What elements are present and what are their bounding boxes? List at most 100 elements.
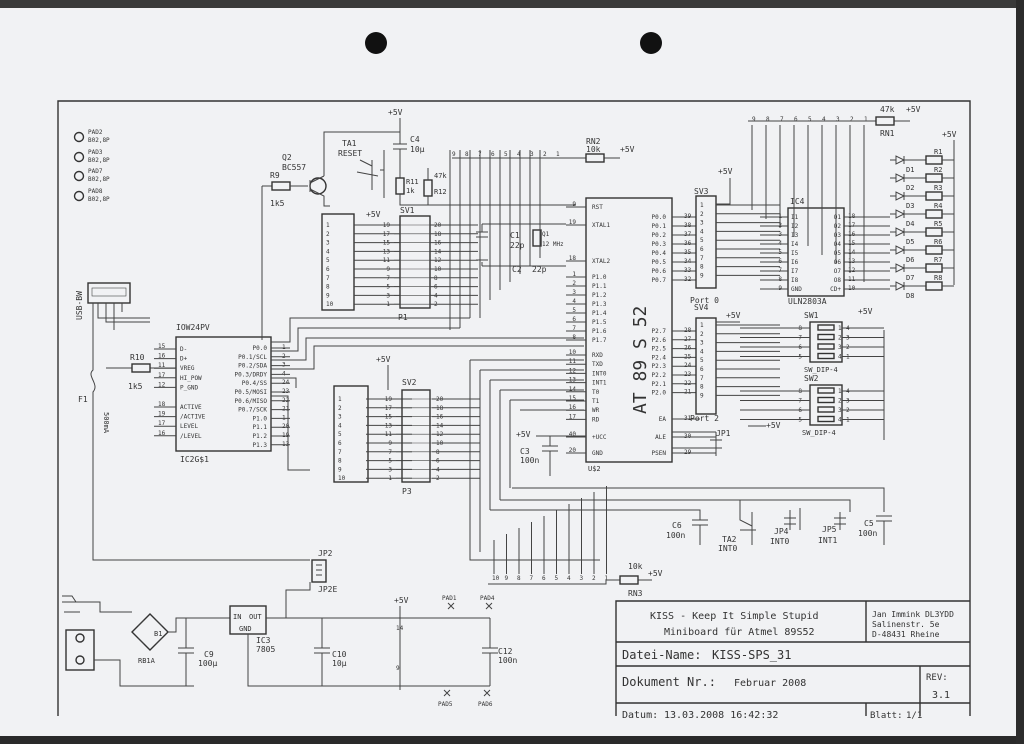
port-pin-number: 4	[700, 348, 704, 355]
led-ref: D8	[906, 292, 914, 300]
iow-pin-name: P0.7/SCK	[238, 407, 267, 414]
bus-bottom-number: 6	[542, 575, 546, 582]
q2-ref: Q2	[282, 153, 292, 162]
mcu-pin-name: +UCC	[592, 434, 607, 441]
pad-type: B02,8P	[88, 137, 110, 144]
dip-toggle	[817, 324, 835, 331]
iow-pin-number: 15	[158, 343, 166, 350]
ic-pin-number: 8	[338, 458, 342, 465]
pad-type: B02,8P	[88, 157, 110, 164]
c3-vcc: +5V	[516, 430, 531, 439]
ic-pin-number: 1	[338, 396, 342, 403]
mcu-p0-name: P0.5	[652, 259, 667, 266]
mcu-pin-number: 18	[569, 255, 577, 262]
interrupt-circuit: C6 100n TA2 INT0 JP4 INT0 JP5 INT1 C5 10…	[490, 487, 892, 553]
ic-pin-number: 5	[326, 257, 330, 264]
mcu-p2-name: P2.5	[652, 346, 667, 353]
port-pin-number: 9	[700, 392, 704, 399]
bus-top-number: 8	[766, 116, 770, 123]
uln-output-name: O2	[834, 223, 842, 230]
dip-pin-center: 1	[838, 388, 842, 395]
iow-name: IOW24PV	[176, 323, 210, 332]
header-pin-left: 9	[388, 440, 392, 447]
mcu-pin-name: P1.4	[592, 310, 607, 317]
iow-pin-number: 11	[158, 362, 166, 369]
port-pin-number: 7	[700, 375, 704, 382]
c4-value: 10µ	[410, 145, 425, 154]
iow-pin-name: D-	[180, 346, 187, 353]
c6-ref: C6	[672, 521, 682, 530]
dip-toggle	[817, 333, 835, 341]
dip-toggle	[817, 406, 835, 413]
mcu-ref: U$2	[588, 465, 601, 473]
mcu-pin-name: P1.7	[592, 337, 607, 344]
ic-pin-number: 3	[326, 240, 330, 247]
mcu-pin-name: P1.1	[592, 283, 607, 290]
q1-value: 12 MHz	[542, 241, 564, 248]
mcu-p0-name: P0.4	[652, 250, 667, 257]
rb1a-ref: RB1A	[138, 657, 156, 665]
bus-bottom-rail	[488, 580, 607, 585]
iow-pin-name: P1.2	[253, 433, 268, 440]
ic3-part: 7805	[256, 645, 275, 654]
c1-ref: C1	[510, 231, 520, 240]
iow24pv-chip: IOW24PV IC2G$1 D-15D+16VREG11HI_POW17P_G…	[154, 323, 290, 464]
mcu-p2-name: P2.2	[652, 372, 667, 379]
r12-ref: R12	[434, 188, 447, 196]
uln-input-name: I8	[791, 277, 799, 284]
mcu-p2-name: P2.7	[652, 328, 667, 335]
mcu-pin-name: T1	[592, 398, 600, 405]
uln-output-name: O6	[834, 259, 842, 266]
r9-ref: R9	[270, 171, 280, 180]
mcu-p0-name: P0.1	[652, 223, 667, 230]
pin-9: 9	[396, 665, 400, 672]
pin-14: 14	[396, 625, 404, 632]
iow-pin-name: P0.1/SCL	[238, 354, 267, 361]
bus-bottom-number: 9	[505, 575, 509, 582]
mcu-p0-name: P0.0	[652, 214, 667, 221]
ic-pin-number: 8	[326, 284, 330, 291]
mcu-at89s52: AT 89 S 52 U$2 RST9XTAL119XTAL218P1.01P1…	[566, 197, 716, 473]
mcu-p2-name: P2.0	[652, 390, 667, 397]
header-pin-left: 9	[386, 266, 390, 273]
dip-pin-center: 2	[838, 398, 842, 405]
c5-value: 100n	[858, 529, 877, 538]
header-pin-left: 1	[386, 301, 390, 308]
mcu-pin-number: 3	[572, 289, 576, 296]
rn2-tap-number: 9	[452, 151, 456, 158]
uln-input-name: I4	[791, 241, 799, 248]
port-pin-number: 6	[700, 246, 704, 253]
filename-label: Datei-Name:	[622, 648, 701, 662]
ic-pin-number: 7	[326, 275, 330, 282]
sv3-ref: SV3	[694, 187, 709, 196]
bus-bottom-number: 3	[580, 575, 584, 582]
bus-top-number: 7	[780, 116, 784, 123]
mcu-name: AT 89 S 52	[630, 306, 651, 414]
ic-pin-number: 6	[326, 266, 330, 273]
port-pin-number: 7	[700, 255, 704, 262]
sv2-ref: SV2	[402, 378, 417, 387]
header-pin-left: 5	[386, 284, 390, 291]
uln-output-name: O8	[834, 277, 842, 284]
mcu-pin-name: WR	[592, 407, 600, 414]
header-pin-left: 17	[385, 405, 393, 412]
bus-top-number: 3	[836, 116, 840, 123]
led-ref: D7	[906, 274, 914, 282]
date-value: 13.03.2008 16:42:32	[664, 710, 778, 721]
sheet-value: 1/1	[906, 711, 922, 721]
ic-pin-number: 2	[338, 405, 342, 412]
bus-bottom-number: 7	[530, 575, 534, 582]
port2-label: Port 2	[690, 414, 719, 423]
bus-top-number: 4	[822, 116, 826, 123]
resistor-ref: R8	[934, 274, 942, 282]
iow-pin-name: P0.6/MISO	[234, 398, 267, 405]
resistor-ref: R5	[934, 220, 942, 228]
transistor-q2: R9 1k5 Q2 BC557	[261, 131, 400, 340]
sheet-label: Blatt:	[870, 711, 903, 721]
mcu-p0-name: P0.3	[652, 241, 667, 248]
led-ref: D4	[906, 220, 914, 228]
